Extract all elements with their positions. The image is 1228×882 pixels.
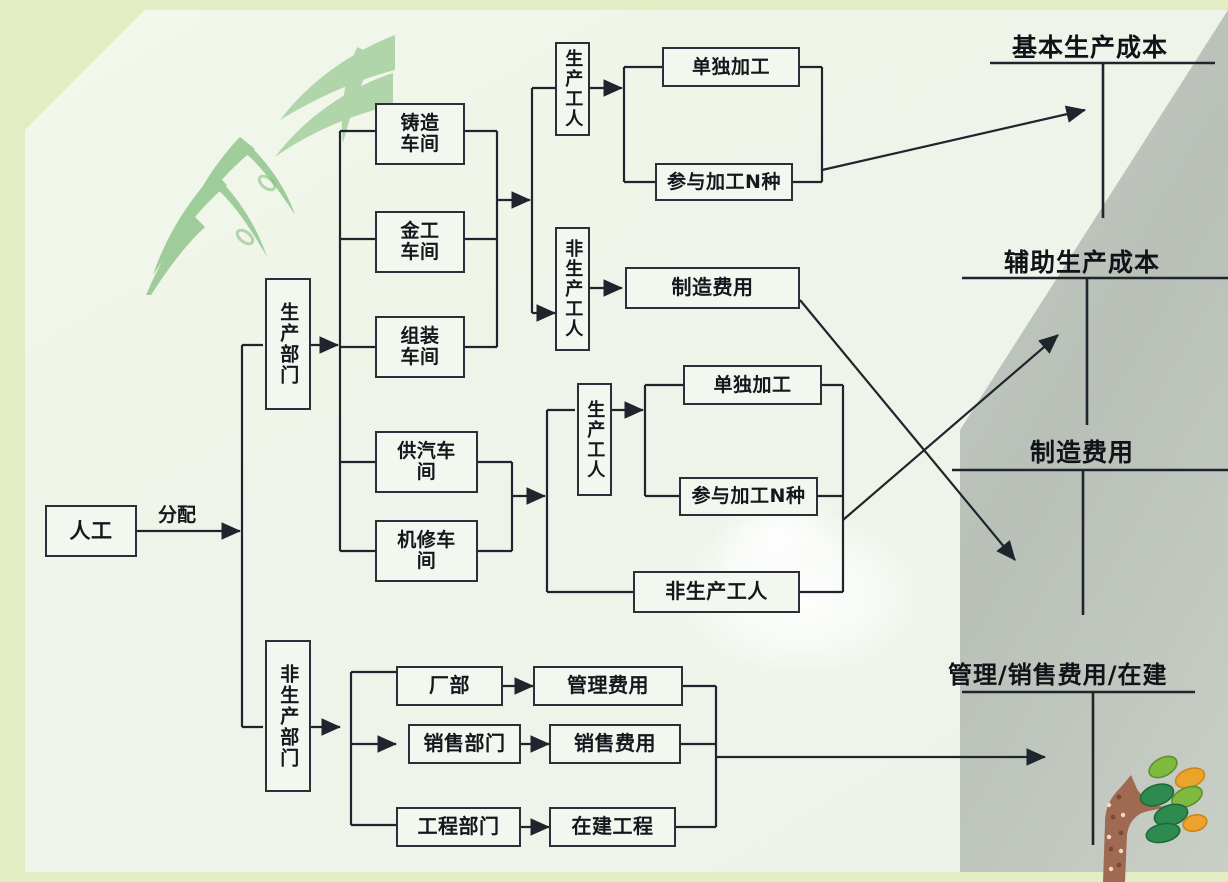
- node-label: 销售费用: [574, 731, 656, 756]
- node-label: 人工: [69, 518, 113, 543]
- node-single-processing-basic[interactable]: 单独加工: [662, 47, 800, 87]
- node-sales-department[interactable]: 销售部门: [408, 724, 521, 764]
- taccount-basic-production-cost: 基本生产成本: [1012, 28, 1168, 64]
- node-label: 工程部门: [417, 814, 500, 839]
- taccount-label-text: 制造费用: [1030, 438, 1135, 467]
- node-label: 厂部: [429, 673, 470, 698]
- node-label: 参与加工N种: [691, 485, 806, 508]
- node-label-line2: 间: [416, 550, 437, 572]
- node-manufacturing-expense[interactable]: 制造费用: [625, 267, 800, 309]
- node-label-line1: 金工: [400, 220, 440, 243]
- node-single-processing-aux[interactable]: 单独加工: [683, 365, 822, 405]
- node-label-line1: 铸造: [400, 112, 440, 135]
- tree-decoration: [1103, 755, 1208, 882]
- node-nonproduction-department[interactable]: 非生产部门: [265, 640, 311, 792]
- node-multi-processing-aux[interactable]: 参与加工N种: [679, 477, 818, 516]
- node-label: 生产工人: [562, 49, 584, 129]
- node-sales-expense[interactable]: 销售费用: [549, 724, 681, 764]
- taccount-label-text: 管理/销售费用/在建: [948, 661, 1168, 689]
- taccount-label-text: 基本生产成本: [1012, 33, 1169, 62]
- node-label-line2: 车间: [400, 133, 440, 155]
- node-casting-workshop[interactable]: 铸造 车间: [375, 103, 465, 165]
- node-label: 生产工人: [584, 399, 606, 480]
- node-admin-expense[interactable]: 管理费用: [533, 666, 683, 706]
- node-production-worker-basic[interactable]: 生产工人: [555, 42, 590, 136]
- taccount-manufacturing-cost: 制造费用: [1030, 433, 1134, 469]
- node-assembly-workshop[interactable]: 组装 车间: [375, 316, 465, 378]
- node-label-line2: 车间: [400, 346, 440, 368]
- allocate-text: 分配: [158, 504, 197, 526]
- node-label-line1: 供汽车: [397, 440, 456, 463]
- taccount-label-text: 辅助生产成本: [1004, 248, 1161, 277]
- node-metal-workshop[interactable]: 金工 车间: [375, 211, 465, 273]
- node-label: 管理费用: [567, 673, 649, 698]
- node-label: 销售部门: [423, 731, 506, 756]
- node-multi-processing-basic[interactable]: 参与加工N种: [655, 163, 793, 201]
- node-label-line1: 机修车: [397, 529, 456, 552]
- node-label-line2: 间: [416, 461, 437, 483]
- node-label: 非生产部门: [277, 663, 300, 769]
- node-label: 在建工程: [571, 814, 654, 839]
- node-engineering-department[interactable]: 工程部门: [396, 807, 521, 847]
- node-label: 单独加工: [691, 55, 770, 78]
- node-label: 非生产工人: [562, 239, 584, 339]
- node-label-line1: 组装: [400, 325, 440, 348]
- node-steam-workshop[interactable]: 供汽车 间: [375, 431, 478, 493]
- node-labor[interactable]: 人工: [45, 505, 137, 557]
- node-nonproduction-worker-aux[interactable]: 非生产工人: [633, 571, 800, 613]
- node-repair-workshop[interactable]: 机修车 间: [375, 520, 478, 582]
- node-cip-expense[interactable]: 在建工程: [549, 807, 676, 847]
- node-label-line2: 车间: [400, 241, 440, 263]
- node-production-department[interactable]: 生产部门: [265, 278, 311, 410]
- node-factory-department[interactable]: 厂部: [396, 666, 503, 706]
- node-nonproduction-worker-basic[interactable]: 非生产工人: [555, 227, 590, 351]
- node-label: 制造费用: [671, 275, 754, 300]
- node-label: 参与加工N种: [667, 170, 781, 193]
- taccount-auxiliary-production-cost: 辅助生产成本: [1004, 243, 1160, 279]
- node-label: 非生产工人: [665, 579, 768, 604]
- node-label: 生产部门: [277, 302, 300, 386]
- node-production-worker-aux[interactable]: 生产工人: [577, 383, 612, 496]
- node-label: 单独加工: [713, 373, 792, 396]
- taccount-admin-sales-cip: 管理/销售费用/在建: [948, 655, 1168, 690]
- edge-label-allocate: 分配: [158, 500, 196, 527]
